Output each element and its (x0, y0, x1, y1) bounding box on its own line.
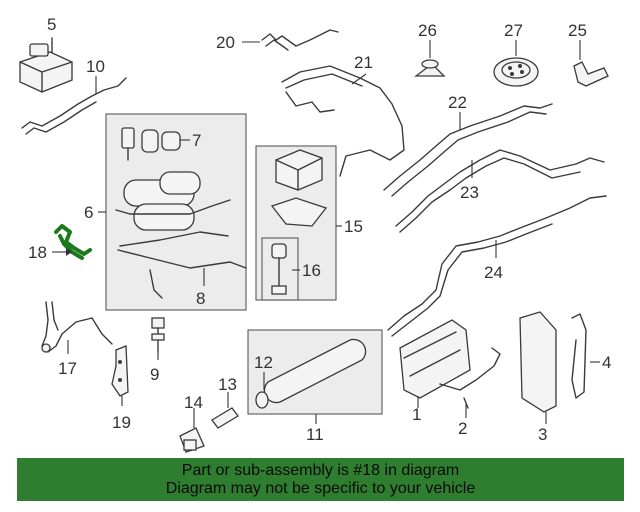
callout-17: 17 (58, 359, 77, 378)
callout-14: 14 (184, 393, 203, 412)
arrow-icon (66, 248, 72, 256)
callout-11: 11 (306, 425, 324, 444)
callout-1: 1 (412, 405, 421, 424)
callout-10: 10 (86, 57, 105, 76)
callout-27: 27 (504, 21, 523, 40)
part-22-airline (383, 103, 553, 197)
part-14-fitting (179, 408, 205, 453)
callout-24: 24 (484, 263, 503, 282)
callout-2: 2 (458, 419, 467, 438)
callout-23: 23 (460, 183, 479, 202)
info-banner: Part or sub-assembly is #18 in diagram D… (17, 458, 624, 501)
callout-5: 5 (47, 15, 56, 34)
callout-3: 3 (538, 425, 547, 444)
part-26-grommet (414, 40, 446, 77)
part-2-bracket (439, 347, 501, 418)
callout-26: 26 (418, 21, 437, 40)
banner-line-1: Part or sub-assembly is #18 in diagram (181, 461, 460, 479)
callout-9: 9 (150, 365, 159, 384)
callout-13: 13 (218, 375, 237, 394)
part-23-airline (395, 149, 605, 233)
part-7-components (121, 127, 190, 161)
part-24-airline (387, 195, 607, 337)
banner-line-2: Diagram may not be specific to your vehi… (165, 479, 476, 497)
part-27-seal (493, 40, 539, 87)
part-13-fitting (211, 392, 239, 429)
part-19-bracket (111, 345, 129, 406)
part-10-harness (21, 76, 127, 135)
part-1-module (399, 319, 471, 408)
part-21-airline (281, 65, 405, 177)
part-compressor (115, 171, 247, 299)
part-15-valveblock (270, 149, 328, 227)
part-5-module (19, 37, 73, 93)
callout-18: 18 (28, 243, 47, 262)
callout-16: 16 (302, 261, 321, 280)
callout-7: 7 (192, 131, 201, 150)
callout-20: 20 (216, 33, 235, 52)
callout-21: 21 (354, 53, 373, 72)
callout-22: 22 (448, 93, 467, 112)
part-11-reservoir (255, 338, 367, 409)
part-9-bolt (151, 317, 165, 360)
callout-15: 15 (344, 217, 363, 236)
callout-12: 12 (254, 353, 273, 372)
part-4-bracket (571, 313, 600, 399)
part-17-bracket (41, 301, 113, 354)
part-20-line (242, 29, 339, 51)
part-3-panel (519, 311, 557, 424)
part-18-bracket (54, 224, 92, 260)
callout-25: 25 (568, 21, 587, 40)
part-25-fitting (573, 40, 609, 87)
callout-6: 6 (84, 203, 93, 222)
callout-4: 4 (602, 353, 611, 372)
part-16-bolt (271, 243, 287, 295)
callout-8: 8 (196, 289, 205, 308)
callout-19: 19 (112, 413, 131, 432)
